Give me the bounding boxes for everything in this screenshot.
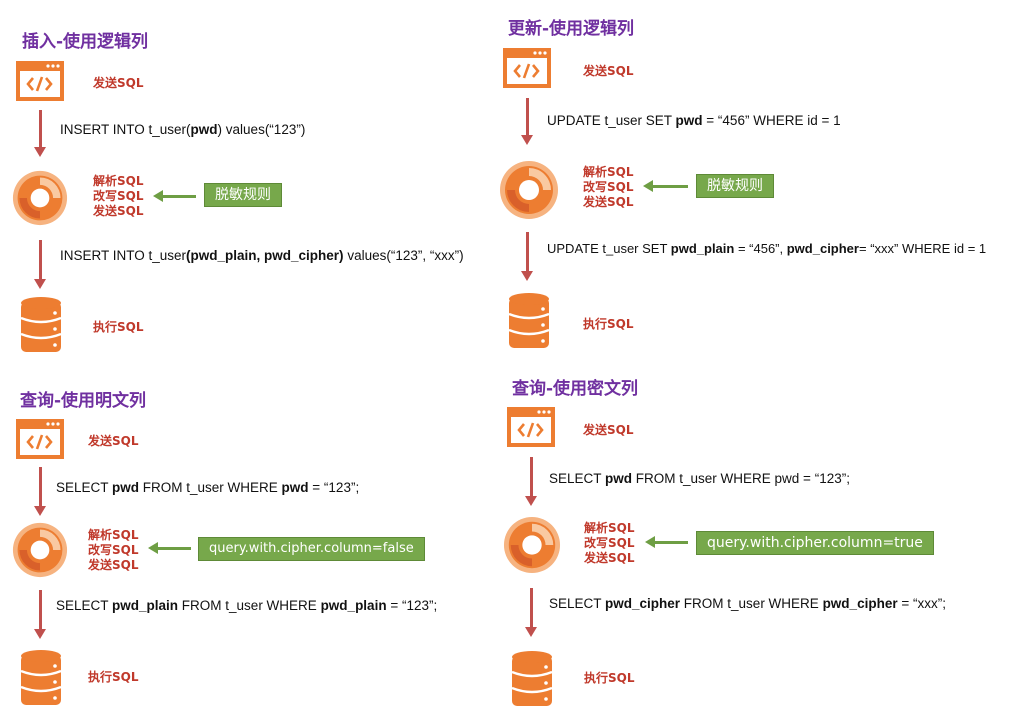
query-cipher-sql-rewritten: SELECT pwd_cipher FROM t_user WHERE pwd_… (549, 596, 946, 611)
send-sql-label: 发送SQL (88, 434, 139, 448)
database-icon (18, 649, 64, 709)
flow-arrow (521, 232, 533, 281)
exec-sql-label: 执行SQL (583, 317, 634, 331)
exec-sql-label: 执行SQL (88, 670, 139, 684)
update-sql-logical: UPDATE t_user SET pwd = “456” WHERE id =… (547, 113, 841, 128)
code-window-icon (15, 60, 65, 102)
flow-arrow (525, 457, 537, 506)
rule-arrow (148, 542, 191, 554)
rule-arrow (153, 190, 196, 202)
send-sql-label: 发送SQL (583, 423, 634, 437)
insert-sql-rewritten: INSERT INTO t_user(pwd_plain, pwd_cipher… (60, 248, 464, 263)
query-plain-sql-rewritten: SELECT pwd_plain FROM t_user WHERE pwd_p… (56, 598, 438, 613)
insert-sql-logical: INSERT INTO t_user(pwd) values(“123”) (60, 122, 306, 137)
database-icon (506, 292, 552, 352)
send-sql-label: 发送SQL (583, 64, 634, 78)
exec-sql-label: 执行SQL (584, 671, 635, 685)
update-sql-rewritten: UPDATE t_user SET pwd_plain = “456”, pwd… (547, 241, 987, 256)
sharding-logo-icon (12, 170, 68, 226)
flow-arrow (34, 467, 46, 516)
database-icon (18, 296, 64, 356)
query-plain-sql-logical: SELECT pwd FROM t_user WHERE pwd = “123”… (56, 480, 360, 495)
rule-arrow (645, 536, 688, 548)
insert-title: 插入-使用逻辑列 (22, 32, 149, 52)
cipher-config-box: query.with.cipher.column=true (696, 531, 934, 555)
code-window-icon (502, 47, 552, 89)
flow-arrow (34, 240, 46, 289)
code-window-icon (15, 418, 65, 460)
send-sql-label: 发送SQL (93, 76, 144, 90)
update-title: 更新-使用逻辑列 (508, 19, 635, 39)
rule-arrow (643, 180, 688, 192)
exec-sql-label: 执行SQL (93, 320, 144, 334)
sharding-logo-icon (503, 516, 561, 574)
cipher-config-box: query.with.cipher.column=false (198, 537, 425, 561)
code-window-icon (506, 406, 556, 448)
database-icon (509, 650, 555, 710)
query-cipher-sql-logical: SELECT pwd FROM t_user WHERE pwd = “123”… (549, 471, 850, 486)
flow-arrow (34, 590, 46, 639)
flow-arrow (34, 110, 46, 157)
flow-arrow (521, 98, 533, 145)
query-cipher-title: 查询-使用密文列 (512, 379, 639, 399)
masking-rule-box: 脱敏规则 (204, 183, 282, 207)
query-plain-title: 查询-使用明文列 (20, 391, 147, 411)
flow-arrow (525, 588, 537, 637)
masking-rule-box: 脱敏规则 (696, 174, 774, 198)
sharding-logo-icon (499, 160, 559, 220)
sharding-logo-icon (12, 522, 68, 578)
